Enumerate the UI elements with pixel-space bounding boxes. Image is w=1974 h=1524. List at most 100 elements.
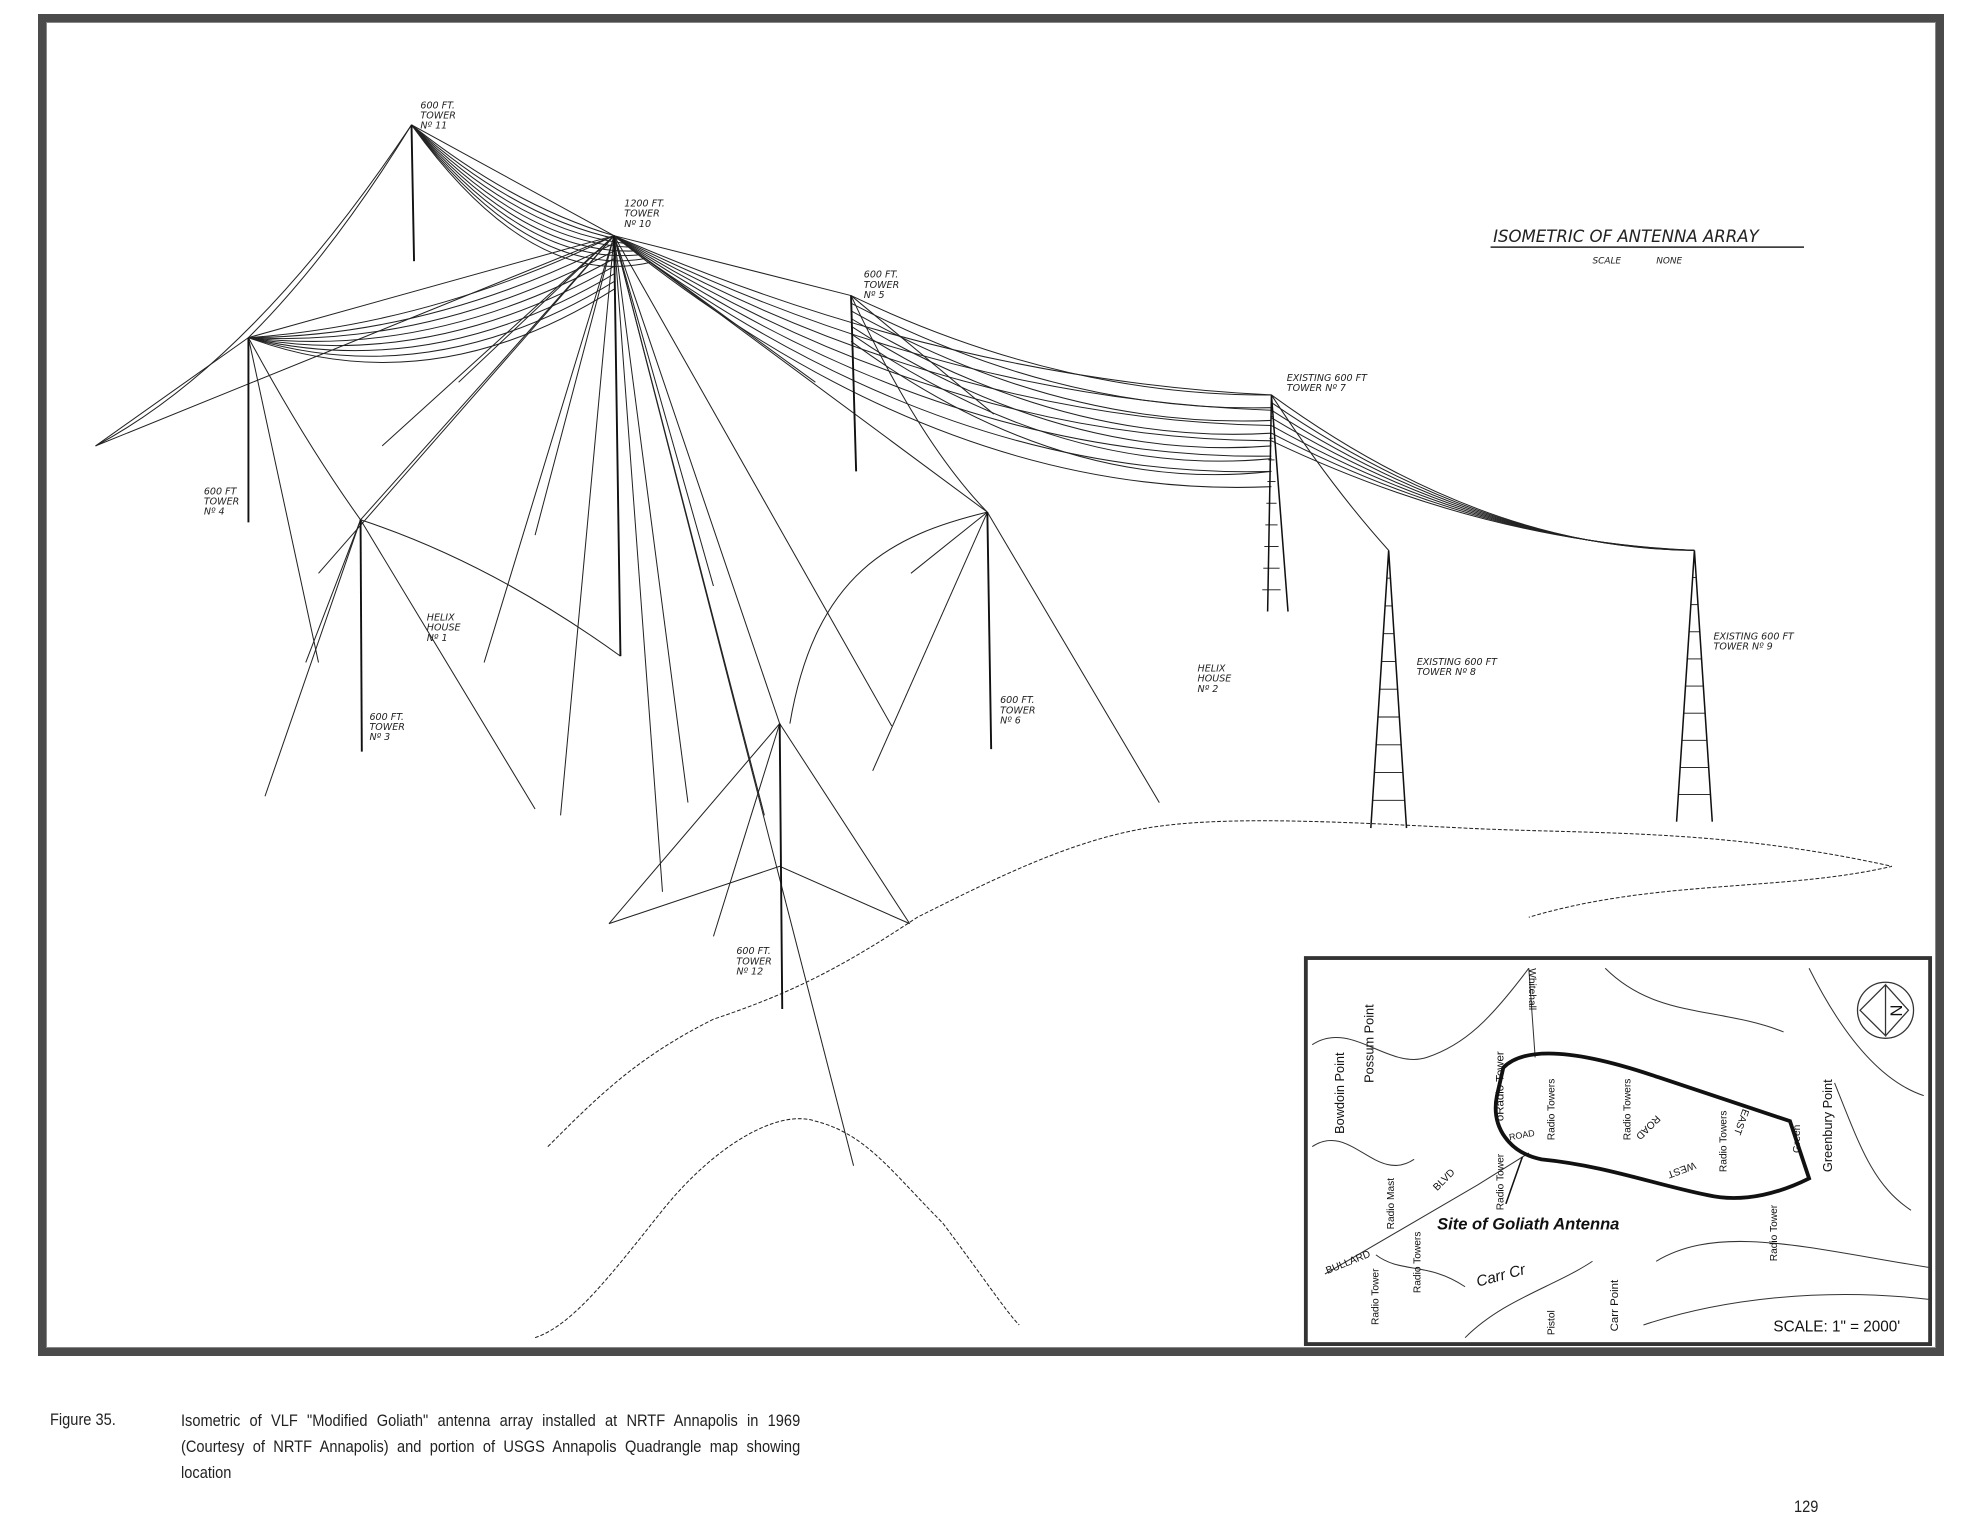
antenna-wire xyxy=(850,295,988,513)
scale-value: NONE xyxy=(1656,257,1682,267)
map-contour xyxy=(1324,1152,1530,1275)
antenna-wire xyxy=(850,333,1272,462)
antenna-wire xyxy=(1271,432,1695,551)
scale-label: SCALE xyxy=(1593,257,1622,267)
antenna-wire xyxy=(248,265,615,347)
map-label: Radio Towers xyxy=(1546,1079,1557,1141)
guy-wire xyxy=(534,235,615,536)
guy-wire xyxy=(779,723,911,924)
antenna-wire xyxy=(248,273,615,352)
guy-wire xyxy=(381,235,615,447)
towers xyxy=(247,124,1714,1010)
tower-label-line: Nº 2 xyxy=(1198,684,1219,695)
antenna-wire xyxy=(850,302,1272,409)
map-label: oRadio Tower xyxy=(1494,1051,1506,1121)
ground-wire xyxy=(608,865,910,925)
guy-wire xyxy=(613,235,689,803)
tower-mast xyxy=(613,235,622,657)
antenna-wire xyxy=(248,124,412,338)
guy-wire xyxy=(613,235,714,587)
antenna-wire xyxy=(613,235,1272,473)
shoreline xyxy=(547,820,1893,1147)
map-contour xyxy=(1655,1240,1931,1269)
antenna-wire xyxy=(1271,394,1390,551)
guy-wire xyxy=(850,295,995,415)
guy-wire xyxy=(95,337,249,447)
antenna-wire xyxy=(613,235,1272,411)
tower-label-line: TOWER xyxy=(736,956,771,967)
guy-wire xyxy=(613,235,781,724)
tower-label-line: TOWER Nº 7 xyxy=(1287,383,1346,394)
tower-label-line: TOWER Nº 8 xyxy=(1417,667,1476,678)
map-label: Radio Towers xyxy=(1718,1111,1729,1173)
antenna-wire xyxy=(248,288,615,363)
map-label: Radio Tower xyxy=(1769,1204,1780,1261)
compass-north: N xyxy=(1856,981,1915,1039)
page-number: 129 xyxy=(1794,1497,1819,1516)
guy-wire xyxy=(248,235,615,339)
guy-wire xyxy=(560,235,615,816)
guy-wire xyxy=(986,511,1160,803)
tower-label-line: TOWER xyxy=(624,209,659,220)
tower-mast xyxy=(850,295,858,472)
antenna-wire xyxy=(613,235,1272,396)
antenna-wire xyxy=(850,318,1272,435)
antenna-wire xyxy=(360,519,621,657)
goliath-site-outline xyxy=(1493,1051,1812,1200)
tower-label-line: 600 FT. xyxy=(864,270,898,281)
tower-label-line: Nº 4 xyxy=(204,507,225,518)
guy-wire xyxy=(613,235,852,297)
map-label: Radio Tower xyxy=(1495,1153,1506,1210)
tower-label-line: 600 FT. xyxy=(369,712,403,723)
tower-label-line: HOUSE xyxy=(1198,674,1233,685)
antenna-wire xyxy=(248,242,615,339)
tower-label-line: 1200 FT. xyxy=(624,198,665,209)
antenna-wire xyxy=(613,235,1272,457)
antenna-wire xyxy=(613,235,1272,488)
tower-label-line: Nº 3 xyxy=(369,732,390,743)
tower-label-line: 600 FT. xyxy=(420,100,454,111)
antenna-wire xyxy=(247,337,361,521)
tower-label-line: EXISTING 600 FT xyxy=(1287,373,1368,384)
map-label: Radio Towers xyxy=(1623,1079,1634,1141)
antenna-wire xyxy=(248,258,615,342)
tower-label-line: HELIX xyxy=(427,612,455,623)
guy-wire xyxy=(264,519,362,797)
map-contour xyxy=(1528,968,1536,1058)
tower-label-line: Nº 12 xyxy=(736,967,763,978)
antenna-wires xyxy=(95,124,1893,1339)
map-label: Bowdoin Point xyxy=(1332,1052,1347,1134)
shoreline xyxy=(534,1118,1020,1339)
tower-label-line: TOWER Nº 9 xyxy=(1714,642,1773,653)
guy-wire xyxy=(613,235,765,816)
figure-number: Figure 35. xyxy=(50,1410,116,1429)
antenna-wire xyxy=(1271,425,1695,551)
tower-label-line: Nº 11 xyxy=(420,121,447,132)
tower-label-line: TOWER xyxy=(369,722,404,733)
tower-label-line: 600 FT. xyxy=(736,946,770,957)
guy-wire xyxy=(613,235,988,513)
guy-wire xyxy=(613,235,893,727)
lattice-tower xyxy=(1675,550,1714,822)
figure-frame xyxy=(38,14,1944,1356)
guy-wire xyxy=(360,519,536,810)
tower-label-line: TOWER xyxy=(204,497,239,508)
tower-mast xyxy=(359,519,363,752)
map-label: Radio Tower xyxy=(1370,1268,1381,1325)
map-label: Radio Towers xyxy=(1413,1232,1424,1294)
map-label: Pistol xyxy=(1546,1310,1557,1335)
antenna-wire xyxy=(411,124,635,252)
map-contour xyxy=(1311,1140,1415,1166)
tower-label-line: EXISTING 600 FT xyxy=(1417,657,1498,668)
map-contour xyxy=(1311,967,1530,1060)
north-label: N xyxy=(1887,1005,1906,1017)
